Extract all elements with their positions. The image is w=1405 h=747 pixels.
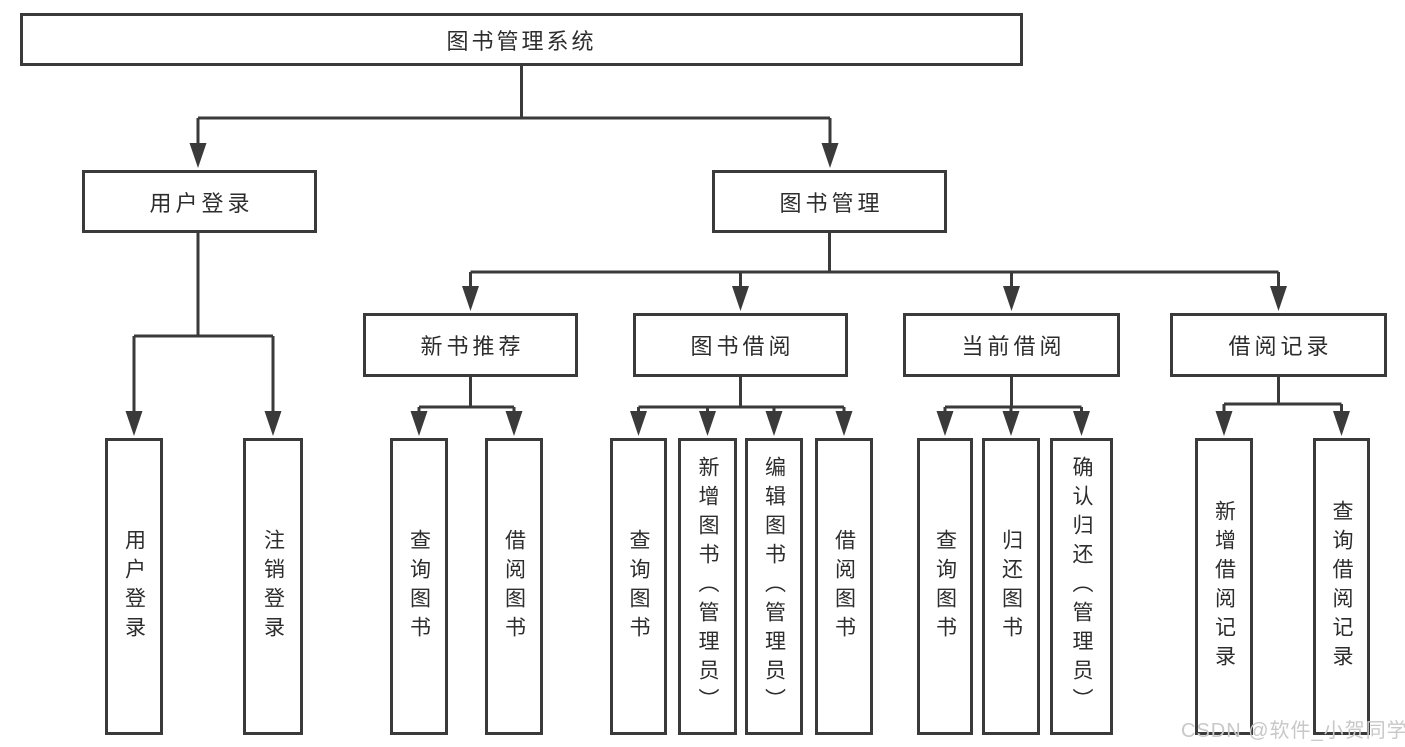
node-user-login: 用户登录 <box>82 170 317 233</box>
node-borrowing-records: 借阅记录 <box>1170 313 1387 377</box>
connector-current-to-leaves <box>943 375 1083 412</box>
connector-borrow-to-leaves <box>637 375 846 412</box>
node-current-borrowing: 当前借阅 <box>903 313 1120 377</box>
leaf-records-query-borrow-record: 查询借阅记录 <box>1313 438 1370 735</box>
node-root-library-management-system: 图书管理系统 <box>20 13 1023 66</box>
node-new-book-recommend: 新书推荐 <box>363 313 578 377</box>
node-book-borrowing: 图书借阅 <box>633 313 848 377</box>
leaf-current-return-books: 归还图书 <box>982 438 1040 735</box>
leaf-records-add-borrow-record: 新增借阅记录 <box>1195 438 1253 735</box>
connector-book-mgmt-to-level3 <box>469 231 1280 287</box>
leaf-borrowing-query-books: 查询图书 <box>610 438 667 735</box>
leaf-borrowing-edit-books-admin: 编辑图书（管理员） <box>745 438 803 735</box>
connector-root-to-level2 <box>196 66 832 144</box>
connector-records-to-leaves <box>1222 375 1343 412</box>
leaf-current-query-books: 查询图书 <box>917 438 973 735</box>
leaf-newbook-borrow-books: 借阅图书 <box>485 438 543 735</box>
leaf-newbook-query-books: 查询图书 <box>390 438 448 735</box>
leaf-borrowing-borrow-books: 借阅图书 <box>815 438 873 735</box>
node-book-management: 图书管理 <box>712 170 947 233</box>
leaf-logout-login: 注销登录 <box>243 438 303 735</box>
leaf-current-confirm-return-admin: 确认归还（管理员） <box>1050 438 1113 735</box>
leaf-user-login: 用户登录 <box>105 438 163 735</box>
leaf-borrowing-add-books-admin: 新增图书（管理员） <box>678 438 737 735</box>
connector-user-login-to-leaves <box>132 231 275 412</box>
arrowheads <box>125 143 1350 436</box>
connector-newbook-to-leaves <box>417 375 516 412</box>
csdn-watermark: CSDN @软件_小贺同学 <box>1181 720 1405 742</box>
